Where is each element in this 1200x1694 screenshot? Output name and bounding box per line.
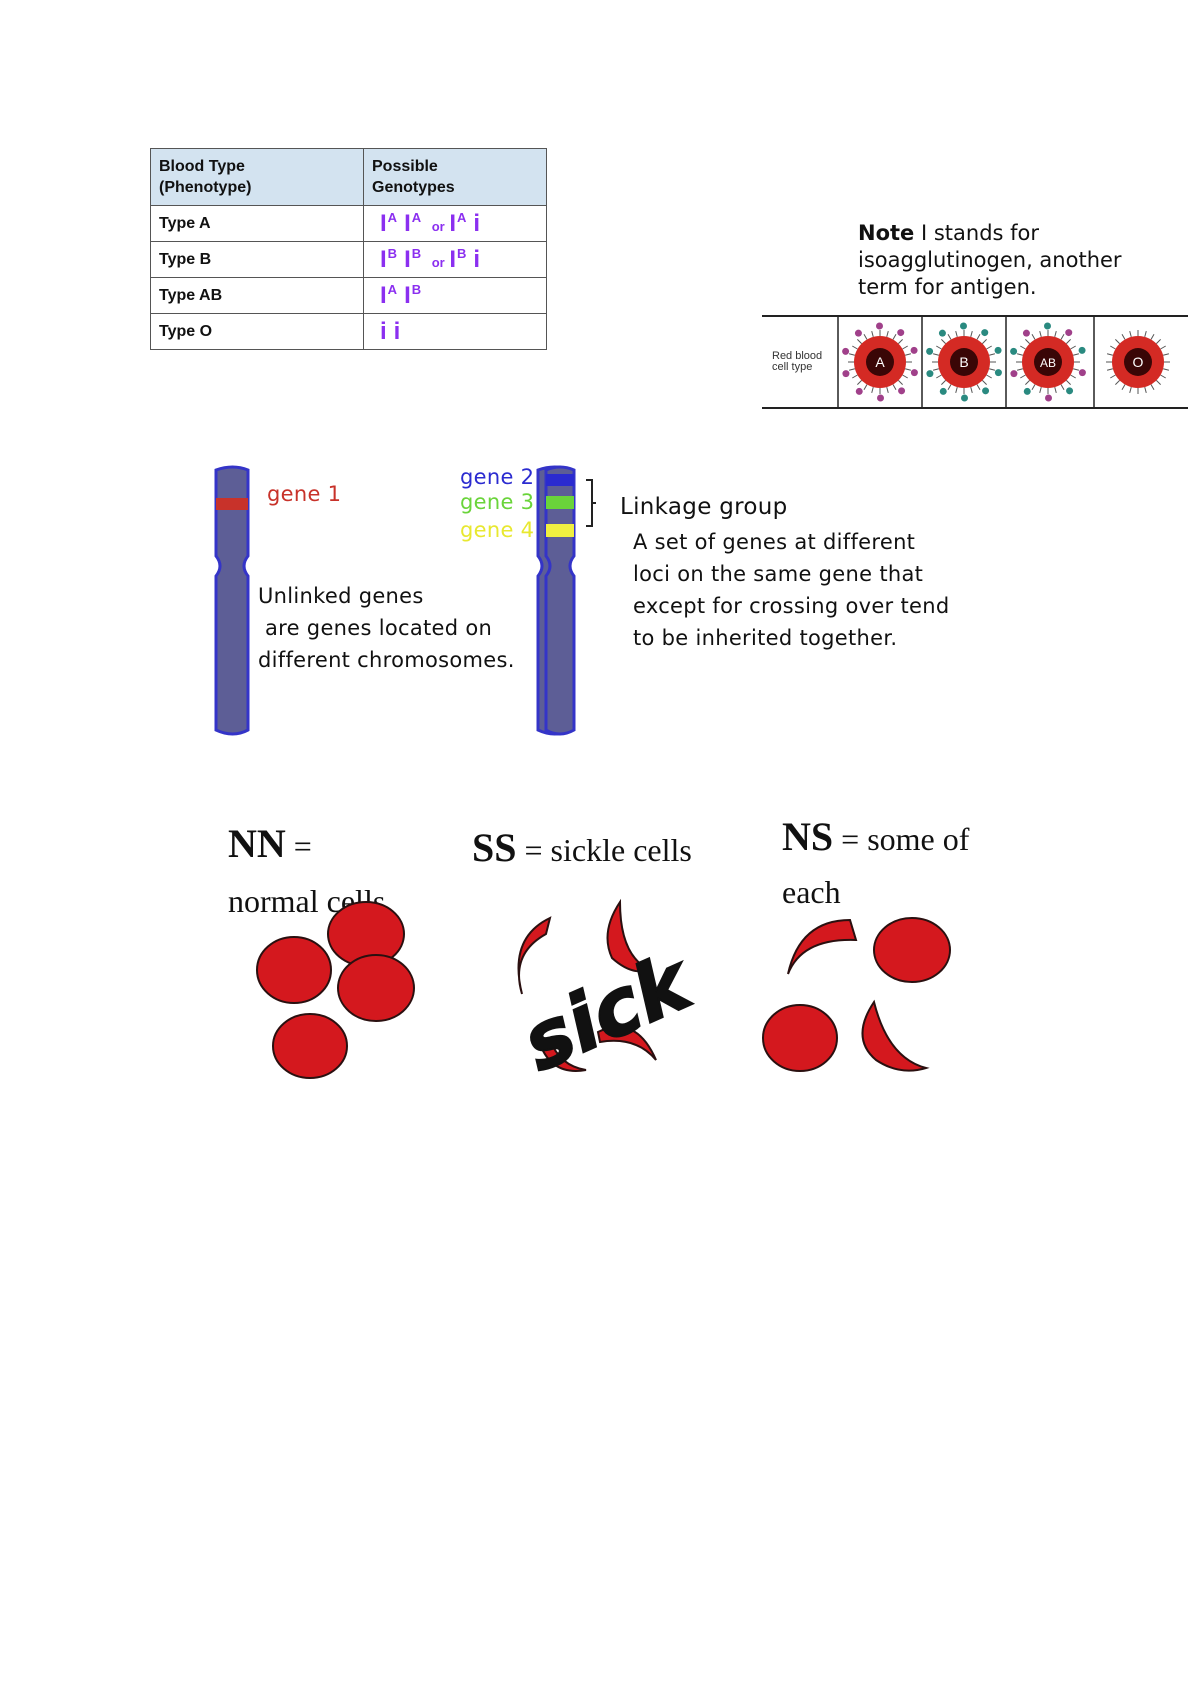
- sickle-cells-group: sick: [509, 898, 708, 1090]
- sickle-cell: [606, 898, 653, 973]
- normal-cell: [873, 917, 951, 983]
- antigen: [910, 369, 918, 377]
- gene-2-label: gene 2: [460, 465, 535, 489]
- gene-1-label: gene 1: [267, 482, 342, 506]
- blood-type-table: Blood Type (Phenotype) Possible Genotype…: [150, 148, 547, 350]
- antigen: [1078, 346, 1086, 354]
- antigen: [1022, 329, 1030, 337]
- rbc-cell-o: O: [1106, 330, 1170, 394]
- sickle-cell-illustrations: sick: [256, 898, 951, 1090]
- chromosome-unlinked: [214, 465, 250, 736]
- rbc-label-line1: Red blood: [772, 350, 822, 362]
- antigen: [1023, 387, 1031, 395]
- antigen: [926, 347, 934, 355]
- sickle-cell: [787, 918, 858, 975]
- antigen: [982, 387, 990, 395]
- antigen: [875, 322, 883, 330]
- ns-caption: NS = some of each: [782, 814, 970, 910]
- antigen: [842, 370, 850, 378]
- blood-type-cell: Type B: [150, 241, 364, 278]
- unlinked-genes-text: Unlinked genes are genes located on diff…: [258, 584, 515, 672]
- normal-cell: [256, 936, 332, 1004]
- antigen: [1078, 369, 1086, 377]
- antigen: [1043, 322, 1051, 330]
- antigen: [842, 347, 850, 355]
- normal-cell: [337, 954, 415, 1022]
- blood-type-cell: Type A: [150, 205, 364, 242]
- normal-cells-group: [256, 901, 415, 1079]
- linked-chromosome-bands: [544, 465, 596, 736]
- gene-3-band: [546, 496, 574, 509]
- rbc-cell-label: AB: [1040, 356, 1056, 370]
- mixed-cells-group: [762, 917, 951, 1072]
- rbc-cell-label: O: [1133, 354, 1144, 370]
- normal-cell: [762, 1004, 838, 1072]
- linkage-group-definition: A set of genes at different loci on the …: [633, 530, 950, 650]
- antigen: [1066, 387, 1074, 395]
- normal-cell: [272, 1013, 348, 1079]
- rbc-cell-label: B: [959, 354, 968, 370]
- note-label: Note: [858, 221, 915, 245]
- antigen: [910, 346, 918, 354]
- antigen: [1010, 347, 1018, 355]
- antigen: [926, 370, 934, 378]
- sickle-cell: [861, 999, 930, 1072]
- antigen: [961, 394, 969, 402]
- rbc-cell-b: B: [926, 322, 1002, 402]
- sickle-cell: [596, 1025, 657, 1061]
- table-header-row: Blood Type (Phenotype) Possible Genotype…: [150, 148, 547, 206]
- sickle-cell: [538, 1038, 587, 1072]
- rbc-cell-ab: AB: [1010, 322, 1086, 402]
- sickle-cell: [517, 916, 552, 995]
- antigen: [897, 329, 905, 337]
- antigen: [898, 387, 906, 395]
- linkage-group-title: Linkage group: [620, 494, 788, 520]
- antigen: [939, 387, 947, 395]
- note-body: I stands for isoagglutinogen, another te…: [858, 221, 1122, 299]
- header-genotypes: Possible Genotypes: [363, 148, 547, 206]
- antigen: [1065, 329, 1073, 337]
- rbc-cell-a: A: [842, 322, 918, 402]
- gene-2-band: [546, 474, 574, 486]
- antigen: [877, 394, 885, 402]
- antigen: [981, 329, 989, 337]
- antigen: [959, 322, 967, 330]
- antigen: [1010, 370, 1018, 378]
- rbc-cell-label: A: [875, 354, 885, 370]
- sick-word: sick: [510, 936, 707, 1090]
- antigen: [1045, 394, 1053, 402]
- blood-type-cell: Type O: [150, 313, 364, 350]
- antigen: [854, 329, 862, 337]
- note-text: Note I stands for isoagglutinogen, anoth…: [858, 220, 1158, 301]
- antigen: [855, 387, 863, 395]
- antigen: [994, 346, 1002, 354]
- gene-1-band: [216, 498, 248, 510]
- blood-type-cell: Type AB: [150, 277, 364, 314]
- gene-3-label: gene 3: [460, 490, 535, 514]
- gene-4-label: gene 4: [460, 518, 535, 542]
- header-blood-type: Blood Type (Phenotype): [150, 148, 364, 206]
- antigen: [938, 329, 946, 337]
- ss-caption: SS = sickle cells: [472, 825, 692, 870]
- rbc-label-line2: cell type: [772, 361, 812, 373]
- gene-4-band: [546, 524, 574, 537]
- antigen: [994, 369, 1002, 377]
